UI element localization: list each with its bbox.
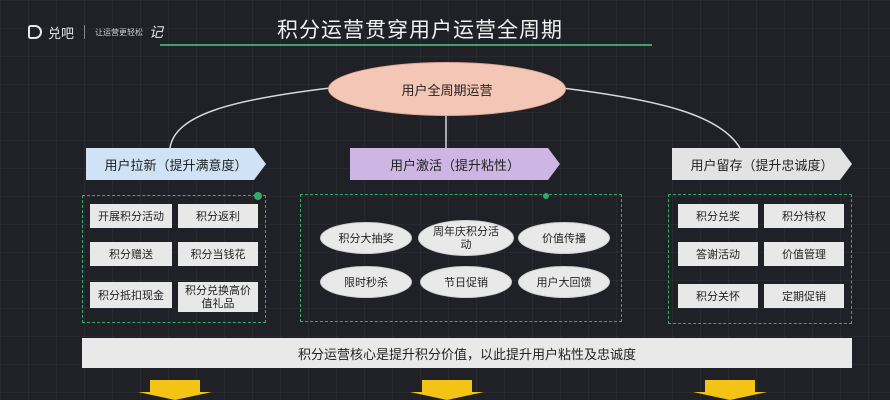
stage-label: 用户激活（提升粘性） bbox=[389, 158, 520, 174]
down-arrow-right bbox=[693, 380, 767, 400]
stage-tag-retention: 用户留存（提升忠诚度） bbox=[672, 148, 852, 180]
center-node: 用户全周期运营 bbox=[328, 62, 566, 116]
item-box: 开展积分活动 bbox=[90, 204, 172, 228]
item-pill: 价值传播 bbox=[518, 222, 610, 254]
page-title: 积分运营贯穿用户运营全周期 bbox=[277, 18, 563, 42]
item-box: 积分当钱花 bbox=[178, 242, 258, 266]
item-box: 积分抵扣现金 bbox=[90, 282, 172, 308]
logo-mark-icon bbox=[28, 25, 42, 39]
item-pill: 周年庆积分活动 bbox=[418, 220, 514, 256]
logo-text: 兑吧 bbox=[48, 26, 75, 42]
item-box: 积分返利 bbox=[178, 204, 258, 228]
logo-tagline: 让运营更轻松 bbox=[95, 27, 144, 37]
item-pill: 积分大抽奖 bbox=[320, 222, 412, 254]
item-box: 价值管理 bbox=[764, 242, 844, 266]
stage-label: 用户拉新（提升满意度） bbox=[104, 158, 248, 174]
stage-group-retention bbox=[668, 194, 852, 324]
center-node-label: 用户全周期运营 bbox=[401, 83, 493, 99]
item-box: 定期促销 bbox=[764, 284, 844, 308]
connector-right bbox=[561, 87, 741, 149]
core-message-bar: 积分运营核心是提升积分价值，以此提升用户粘性及忠诚度 bbox=[82, 338, 852, 368]
item-box: 积分关怀 bbox=[678, 284, 758, 308]
dot-decor bbox=[254, 192, 262, 200]
logo-separator bbox=[84, 25, 86, 39]
item-box: 积分兑换高价值礼品 bbox=[178, 282, 258, 312]
connector-left bbox=[169, 87, 331, 149]
stage-group-activation bbox=[300, 194, 622, 322]
logo-signature: 记 bbox=[149, 25, 164, 41]
down-arrow-left bbox=[138, 380, 212, 400]
item-pill: 节日促销 bbox=[420, 266, 512, 298]
title-underline bbox=[160, 44, 652, 46]
stage-tag-activation: 用户激活（提升粘性） bbox=[350, 148, 560, 180]
core-message: 积分运营核心是提升积分价值，以此提升用户粘性及忠诚度 bbox=[297, 347, 636, 363]
stage-tag-acquisition: 用户拉新（提升满意度） bbox=[86, 148, 266, 180]
stage-label: 用户留存（提升忠诚度） bbox=[690, 158, 834, 174]
item-box: 答谢活动 bbox=[678, 242, 758, 266]
item-box: 积分兑奖 bbox=[678, 204, 758, 228]
item-pill: 限时秒杀 bbox=[320, 266, 412, 298]
item-box: 积分特权 bbox=[764, 204, 844, 228]
down-arrow-center bbox=[410, 380, 484, 400]
item-box: 积分赠送 bbox=[90, 242, 172, 266]
brand-logo: 兑吧 让运营更轻松 记 bbox=[28, 22, 163, 42]
item-pill: 用户大回馈 bbox=[518, 266, 610, 298]
stage-group-acquisition bbox=[82, 195, 266, 323]
